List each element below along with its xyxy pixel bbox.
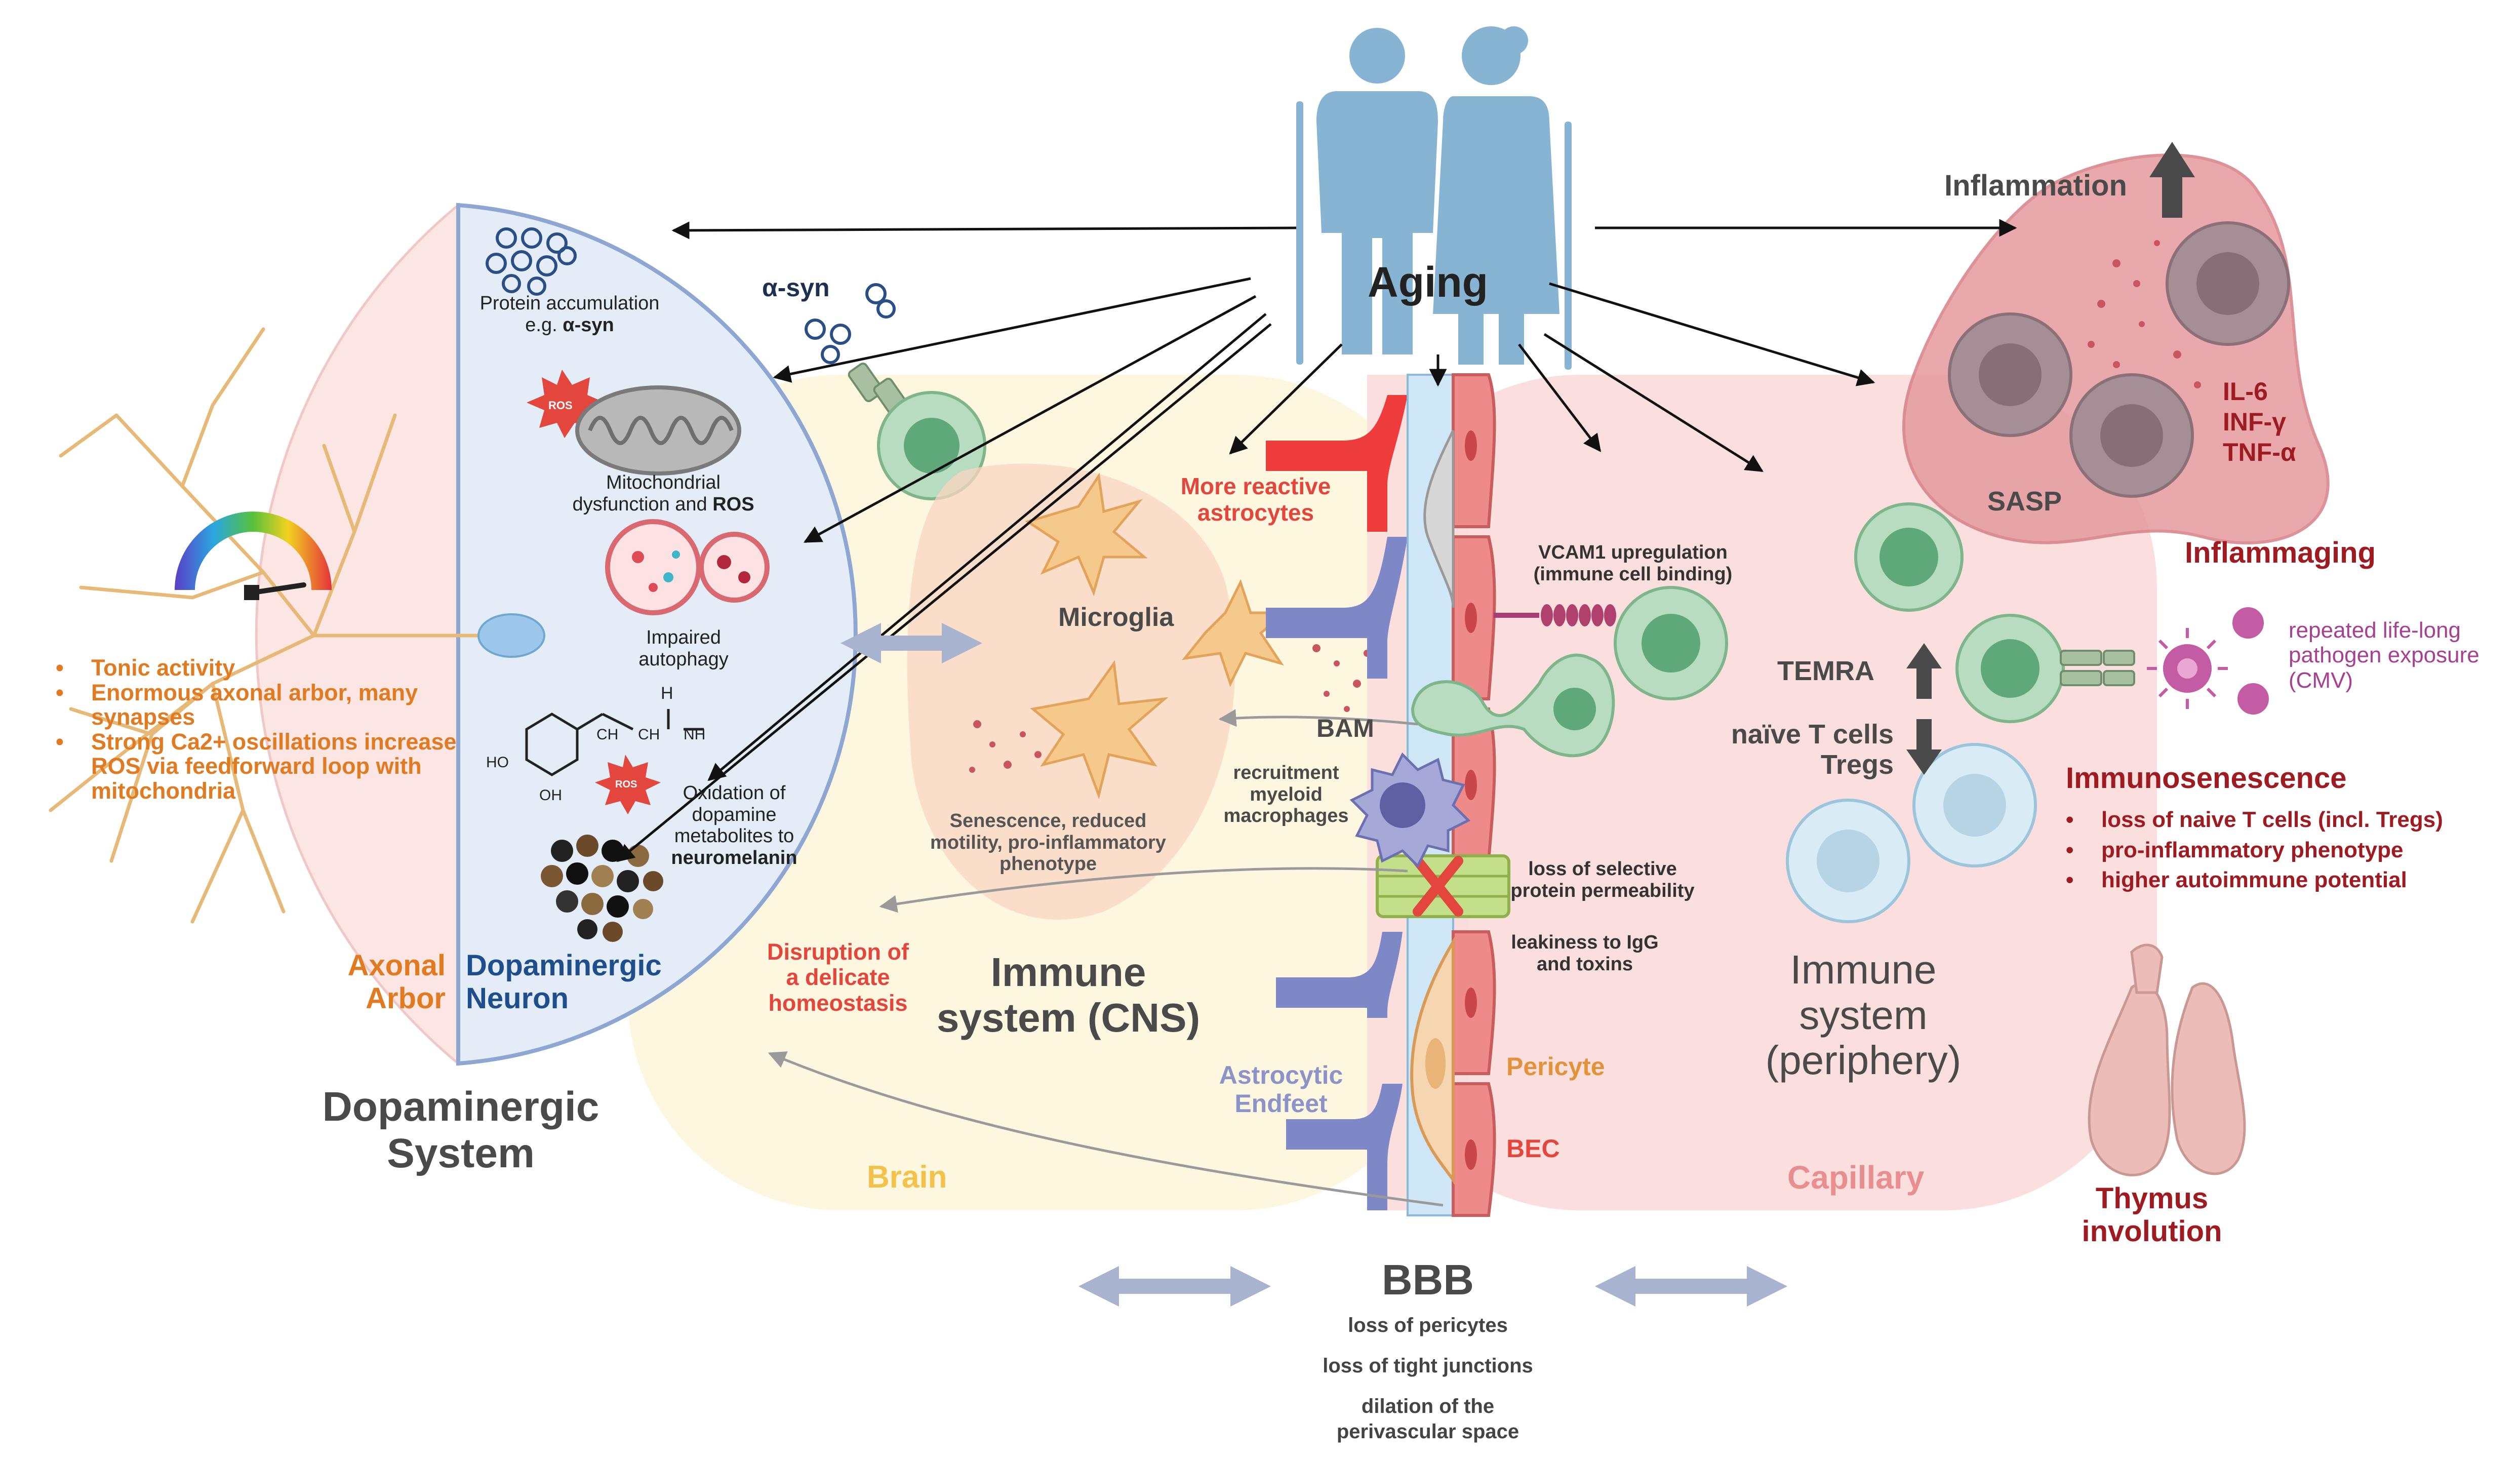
chem-ho: HO xyxy=(486,754,509,771)
elderly-couple-icon xyxy=(1296,26,1572,370)
ros-tag-1: ROS xyxy=(548,399,573,412)
infg-label: INF-γ xyxy=(2223,408,2286,436)
bullet-tonic: Tonic activity xyxy=(56,655,461,681)
temra-up-arrow xyxy=(1906,643,1942,699)
chem-ch2-a: CH xyxy=(596,726,618,743)
tcr-receptor xyxy=(2060,650,2135,686)
t-cell-icon-periphery xyxy=(1786,502,2065,923)
thymus-icon xyxy=(2088,943,2246,1176)
dopaminergic-bullets: Tonic activity Enormous axonal arbor, ma… xyxy=(56,655,461,804)
astrocyte-icon xyxy=(1266,537,1408,679)
temra-label: TEMRA xyxy=(1777,656,1874,686)
alpha-synuclein-aggregate-icon xyxy=(486,227,896,364)
capillary-label: Capillary xyxy=(1787,1159,1925,1196)
mito-dysfunction-label: Mitochondrial dysfunction and ROS xyxy=(572,472,754,515)
t-cell-icon xyxy=(1614,586,1728,700)
immuno-bullet-2: pro-inflammatory phenotype xyxy=(2066,838,2471,862)
ros-burst-small xyxy=(595,755,661,814)
senescent-cells xyxy=(1948,221,2290,498)
dopamine-molecule-icon xyxy=(525,709,704,776)
brain-label: Brain xyxy=(867,1160,947,1195)
immuno-bullet-1: loss of naive T cells (incl. Tregs) xyxy=(2066,808,2471,832)
tnfa-label: TNF-α xyxy=(2223,438,2296,466)
gauge-needle xyxy=(251,582,306,595)
sasp-label: SASP xyxy=(1987,486,2062,517)
aging-title: Aging xyxy=(1368,258,1488,306)
mitochondrion-icon xyxy=(575,385,741,476)
aging-arrows xyxy=(616,219,2017,862)
autophagosome-icon xyxy=(605,519,770,615)
alpha-syn-label: α-syn xyxy=(762,273,830,302)
impaired-autophagy-label: Impaired autophagy xyxy=(638,627,729,670)
ros-tag-2: ROS xyxy=(615,779,637,790)
bullet-arbor: Enormous axonal arbor, many synapses xyxy=(56,680,461,730)
bbb-title: BBB xyxy=(1382,1256,1474,1304)
immunosenescence-title: Immunosenescence xyxy=(2066,762,2347,795)
bbb-item-3: dilation of the xyxy=(1361,1395,1495,1417)
macrophage-icon xyxy=(1349,752,1471,869)
double-arrows xyxy=(841,623,1787,1307)
reactive-astrocyte-icon xyxy=(1266,395,1408,532)
chem-ch: CH xyxy=(638,726,660,743)
bam-label: BAM xyxy=(1316,714,1374,742)
pathogen-virus-icon xyxy=(2147,607,2269,715)
inflammaging-label: Inflammaging xyxy=(2185,536,2376,569)
chem-h: H xyxy=(661,684,673,703)
transmigrating-t-cell xyxy=(1411,653,1615,758)
protein-accumulation-label: Protein accumulation e.g. α-syn xyxy=(479,293,660,336)
inflammation-up-arrow xyxy=(2149,142,2195,218)
astrocyte-icon-lower xyxy=(1276,932,1403,1018)
gray-feedback-arrows xyxy=(768,709,1444,1207)
vcam1-receptor xyxy=(1541,604,1616,626)
tight-junction-broken-icon xyxy=(1413,856,1463,917)
bbb-item-4: perivascular space xyxy=(1336,1420,1519,1443)
capillary-region xyxy=(1367,375,2157,1210)
vcam1-label: VCAM1 upregulation(immune cell binding) xyxy=(1533,542,1733,585)
cytokine-dots xyxy=(969,644,1371,773)
pericyte-label: Pericyte xyxy=(1506,1052,1605,1081)
pericyte-gray xyxy=(1423,429,1455,608)
oxidation-label: Oxidation of dopamine metabolites to neu… xyxy=(671,782,797,869)
bec-label: BEC xyxy=(1506,1134,1560,1163)
neuromelanin-granules-icon xyxy=(541,835,663,942)
microglia-cell-icon xyxy=(1025,472,1290,800)
inflammation-label: Inflammation xyxy=(1944,169,2127,202)
naive-down-arrow xyxy=(1906,719,1942,775)
immune-cell-cns xyxy=(848,362,986,500)
neuron-soma xyxy=(477,613,545,658)
il6-label: IL-6 xyxy=(2223,377,2268,406)
immunosenescence-bullets: loss of naive T cells (incl. Tregs) pro-… xyxy=(2066,808,2471,892)
bbb-item-2: loss of tight junctions xyxy=(1323,1355,1533,1377)
bbb-item-1: loss of pericytes xyxy=(1348,1314,1508,1336)
microglia-label: Microglia xyxy=(1058,603,1174,632)
bullet-calcium: Strong Ca2+ oscillations increase ROS vi… xyxy=(56,729,461,804)
rainbow-gauge-icon xyxy=(175,511,332,590)
chem-nh3: NH xyxy=(684,726,705,743)
microglia-area xyxy=(907,463,1235,920)
chem-oh: OH xyxy=(539,787,562,804)
astrocyte-endfoot-icon xyxy=(1286,1084,1403,1210)
immuno-bullet-3: higher autoimmune potential xyxy=(2066,868,2471,892)
